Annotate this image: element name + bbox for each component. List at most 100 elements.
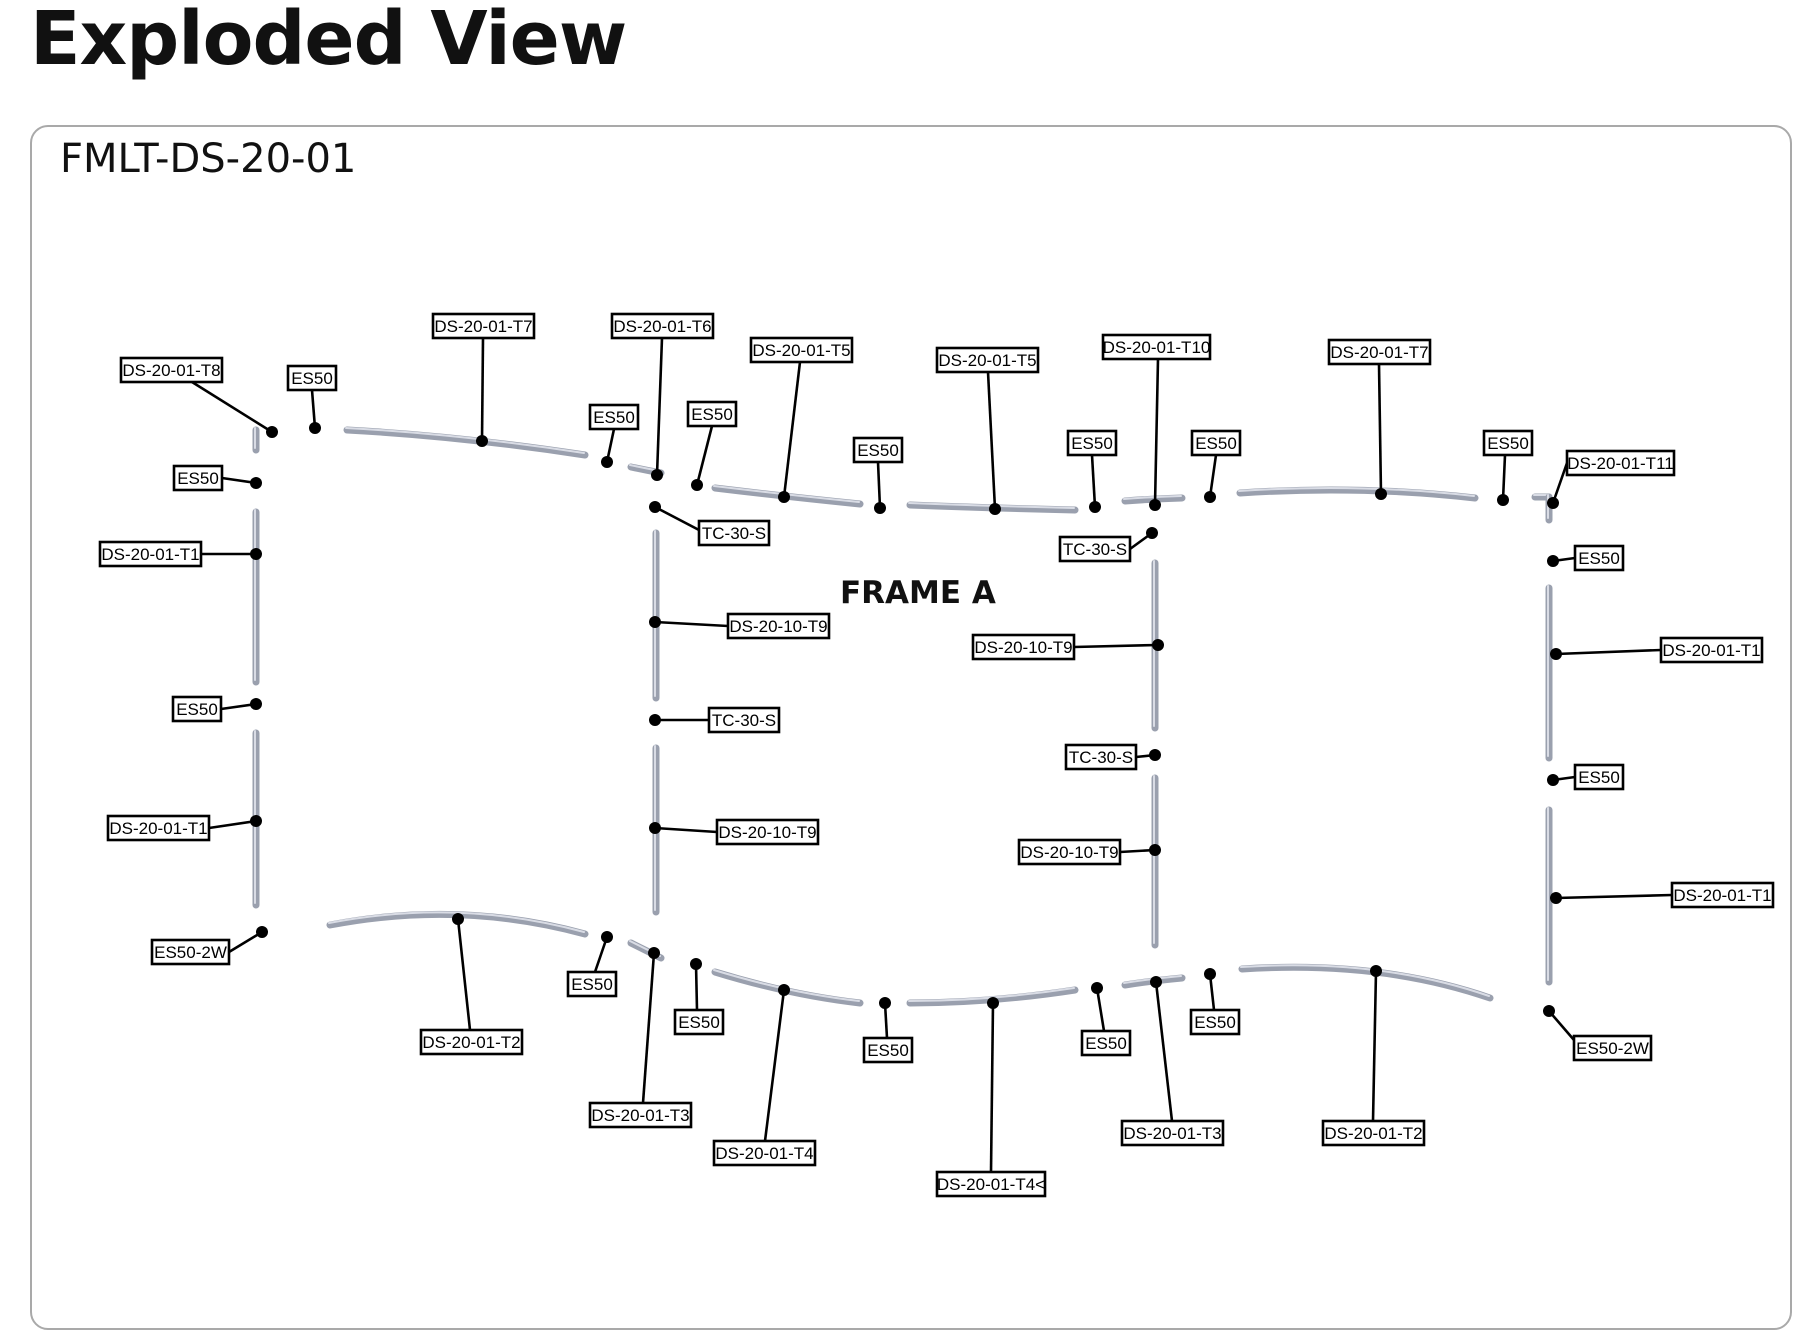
callout-label: ES50 <box>857 441 899 460</box>
leader-line <box>1095 987 1106 1032</box>
callout-box <box>712 1139 817 1167</box>
callout-label: DS-20-01-T11 <box>1567 454 1673 473</box>
anchor-dot <box>250 548 262 560</box>
leader-line <box>1371 970 1378 1122</box>
part-callout: TC-30-S <box>1058 527 1158 563</box>
callout-label: TC-30-S <box>702 524 766 543</box>
anchor-dot <box>250 698 262 710</box>
callout-box <box>673 1008 725 1036</box>
anchor-dot <box>649 822 661 834</box>
part-callout: TC-30-S <box>1064 743 1161 771</box>
part-callout: DS-20-01-T1 <box>106 814 262 842</box>
part-callout: DS-20-01-T6 <box>610 312 715 481</box>
callout-box <box>1066 429 1118 457</box>
callout-box <box>1120 1119 1225 1147</box>
part-callout: ES50 <box>673 958 725 1036</box>
callout-box <box>1572 1034 1653 1062</box>
callout-label: TC-30-S <box>712 711 776 730</box>
anchor-dot <box>1149 499 1161 511</box>
callout-box <box>1321 1119 1426 1147</box>
callout-label: ES50 <box>1578 549 1620 568</box>
callout-box <box>588 1101 693 1129</box>
anchor-dot <box>1547 497 1559 509</box>
callout-box <box>431 312 536 340</box>
callout-box <box>726 612 831 640</box>
anchor-dot <box>648 947 660 959</box>
callout-box <box>852 436 904 464</box>
leader-line <box>593 936 609 973</box>
part-callout: ES50 <box>862 997 914 1064</box>
callout-box <box>1080 1029 1132 1057</box>
anchor-dot <box>601 931 613 943</box>
callout-box <box>707 706 781 734</box>
part-callout: DS-20-01-T1 <box>1550 636 1764 664</box>
part-callout: ES50 <box>1190 429 1242 503</box>
callout-label: ES50 <box>1194 1013 1236 1032</box>
callout-label: ES50 <box>571 975 613 994</box>
callout-label: ES50 <box>176 700 218 719</box>
anchor-dot <box>879 997 891 1009</box>
leader-line <box>654 826 718 834</box>
part-callout: DS-20-10-T9 <box>971 633 1164 661</box>
callout-box <box>610 312 715 340</box>
part-callout: ES50 <box>1547 544 1625 572</box>
part-callout: ES50 <box>1547 763 1625 791</box>
callout-box <box>697 519 771 547</box>
anchor-dot <box>1547 774 1559 786</box>
leader-line <box>1551 462 1569 504</box>
callout-box <box>150 938 231 966</box>
part-callout: ES50 <box>566 931 618 998</box>
anchor-dot <box>1543 1005 1555 1017</box>
part-callout: DS-20-10-T9 <box>649 612 831 640</box>
callout-label: TC-30-S <box>1063 540 1127 559</box>
callout-label: DS-20-01-T8 <box>122 361 220 380</box>
tube-segment <box>1238 963 1494 1002</box>
part-callout: TC-30-S <box>649 706 781 734</box>
leader-line <box>654 505 700 532</box>
anchor-dot <box>266 426 278 438</box>
part-callout: DS-20-01-T1 <box>1550 881 1775 909</box>
anchor-dot <box>1497 494 1509 506</box>
part-callout: ES50-2W <box>1543 1005 1653 1062</box>
anchor-dot <box>651 469 663 481</box>
part-callout: DS-20-10-T9 <box>1017 838 1161 866</box>
anchor-dot <box>649 501 661 513</box>
part-callout: DS-20-01-T11 <box>1547 449 1676 509</box>
callout-label: DS-20-01-T4< <box>937 1175 1045 1194</box>
callout-label: ES50 <box>177 469 219 488</box>
callout-box <box>1659 636 1764 664</box>
anchor-dot <box>690 958 702 970</box>
part-callout: DS-20-01-T7 <box>431 312 536 447</box>
callout-label: DS-20-10-T9 <box>718 823 816 842</box>
anchor-dot <box>1547 555 1559 567</box>
callout-box <box>1189 1008 1241 1036</box>
part-callout: DS-20-01-T5 <box>935 346 1040 515</box>
anchor-dot <box>1375 488 1387 500</box>
anchor-dot <box>1146 527 1158 539</box>
callout-label: TC-30-S <box>1069 748 1133 767</box>
callout-label: DS-20-01-T5 <box>752 341 850 360</box>
leader-line <box>1153 358 1160 506</box>
callout-box <box>119 356 224 384</box>
callout-box <box>171 695 223 723</box>
callout-box <box>1064 743 1138 771</box>
leader-line <box>480 337 485 442</box>
callout-box <box>935 1170 1047 1198</box>
callout-box <box>172 464 224 492</box>
callout-label: DS-20-01-T6 <box>613 317 711 336</box>
callout-label: ES50 <box>1085 1034 1127 1053</box>
leader-line <box>310 389 317 429</box>
callout-label: ES50 <box>1578 768 1620 787</box>
page-title: Exploded View <box>30 0 627 82</box>
tube-segment <box>1236 486 1479 502</box>
anchor-dot <box>1204 491 1216 503</box>
leader-line <box>763 989 786 1142</box>
callout-label: DS-20-01-T1 <box>1673 886 1771 905</box>
callout-label: DS-20-01-T4 <box>715 1144 813 1163</box>
callout-label: ES50 <box>1487 434 1529 453</box>
part-callout: ES50 <box>1189 968 1241 1036</box>
part-callout: DS-20-01-T10 <box>1101 333 1212 511</box>
part-callout: ES50 <box>686 400 738 491</box>
anchor-dot <box>649 714 661 726</box>
part-callout: ES50 <box>171 695 262 723</box>
